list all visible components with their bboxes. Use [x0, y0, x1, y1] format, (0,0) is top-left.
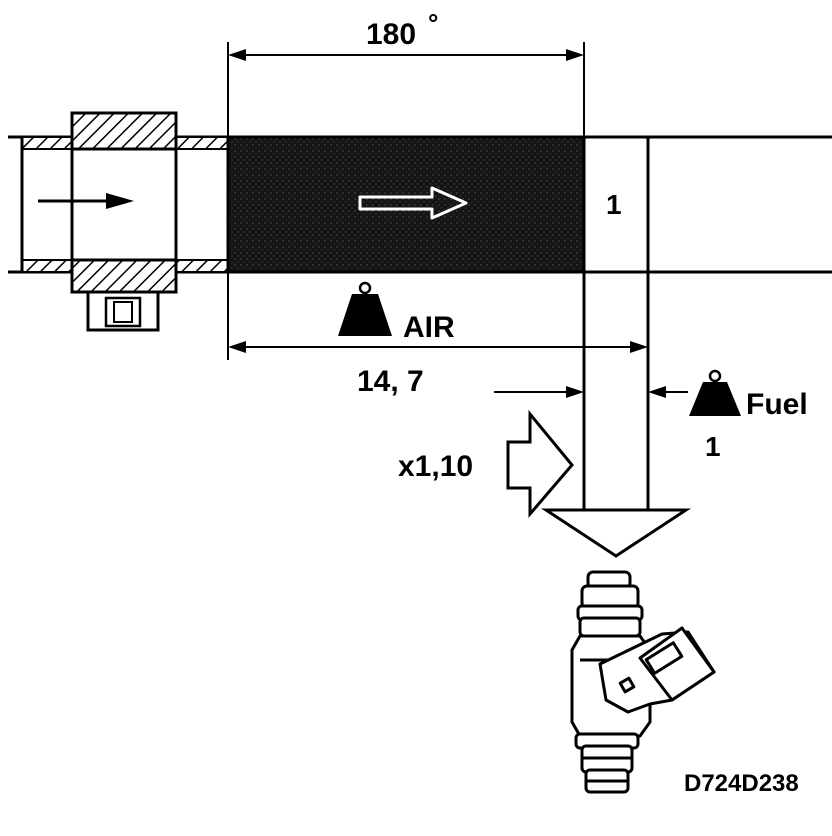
- cylinder-charge-outline: [540, 137, 692, 558]
- figure-code: D724D238: [684, 770, 799, 797]
- angle-dimension: [227, 42, 585, 137]
- cylinder-ratio-label: 1: [606, 189, 622, 220]
- flow-arrow-icon: [38, 193, 134, 209]
- sensor-connector: [86, 290, 160, 332]
- fuel-ratio-label: 1: [705, 431, 721, 462]
- air-label: AIR: [403, 311, 455, 344]
- fuel-dimension-arrows: [494, 386, 688, 398]
- fuel-injector-icon: [570, 570, 716, 794]
- enrichment-label: x1,10: [398, 450, 473, 483]
- weight-icon: [689, 369, 741, 416]
- angle-label: 180: [366, 18, 416, 51]
- air-ratio-label: 14, 7: [357, 365, 424, 398]
- degree-symbol: °: [428, 8, 438, 38]
- hollow-flow-arrow-icon: [358, 186, 468, 220]
- weight-icon: [338, 281, 392, 336]
- fuel-label: Fuel: [746, 388, 808, 421]
- pipe-continuation: [584, 135, 832, 274]
- air-charge-block: [226, 135, 586, 274]
- hollow-arrow-icon: [506, 409, 574, 519]
- air-fuel-dimension: [227, 272, 648, 360]
